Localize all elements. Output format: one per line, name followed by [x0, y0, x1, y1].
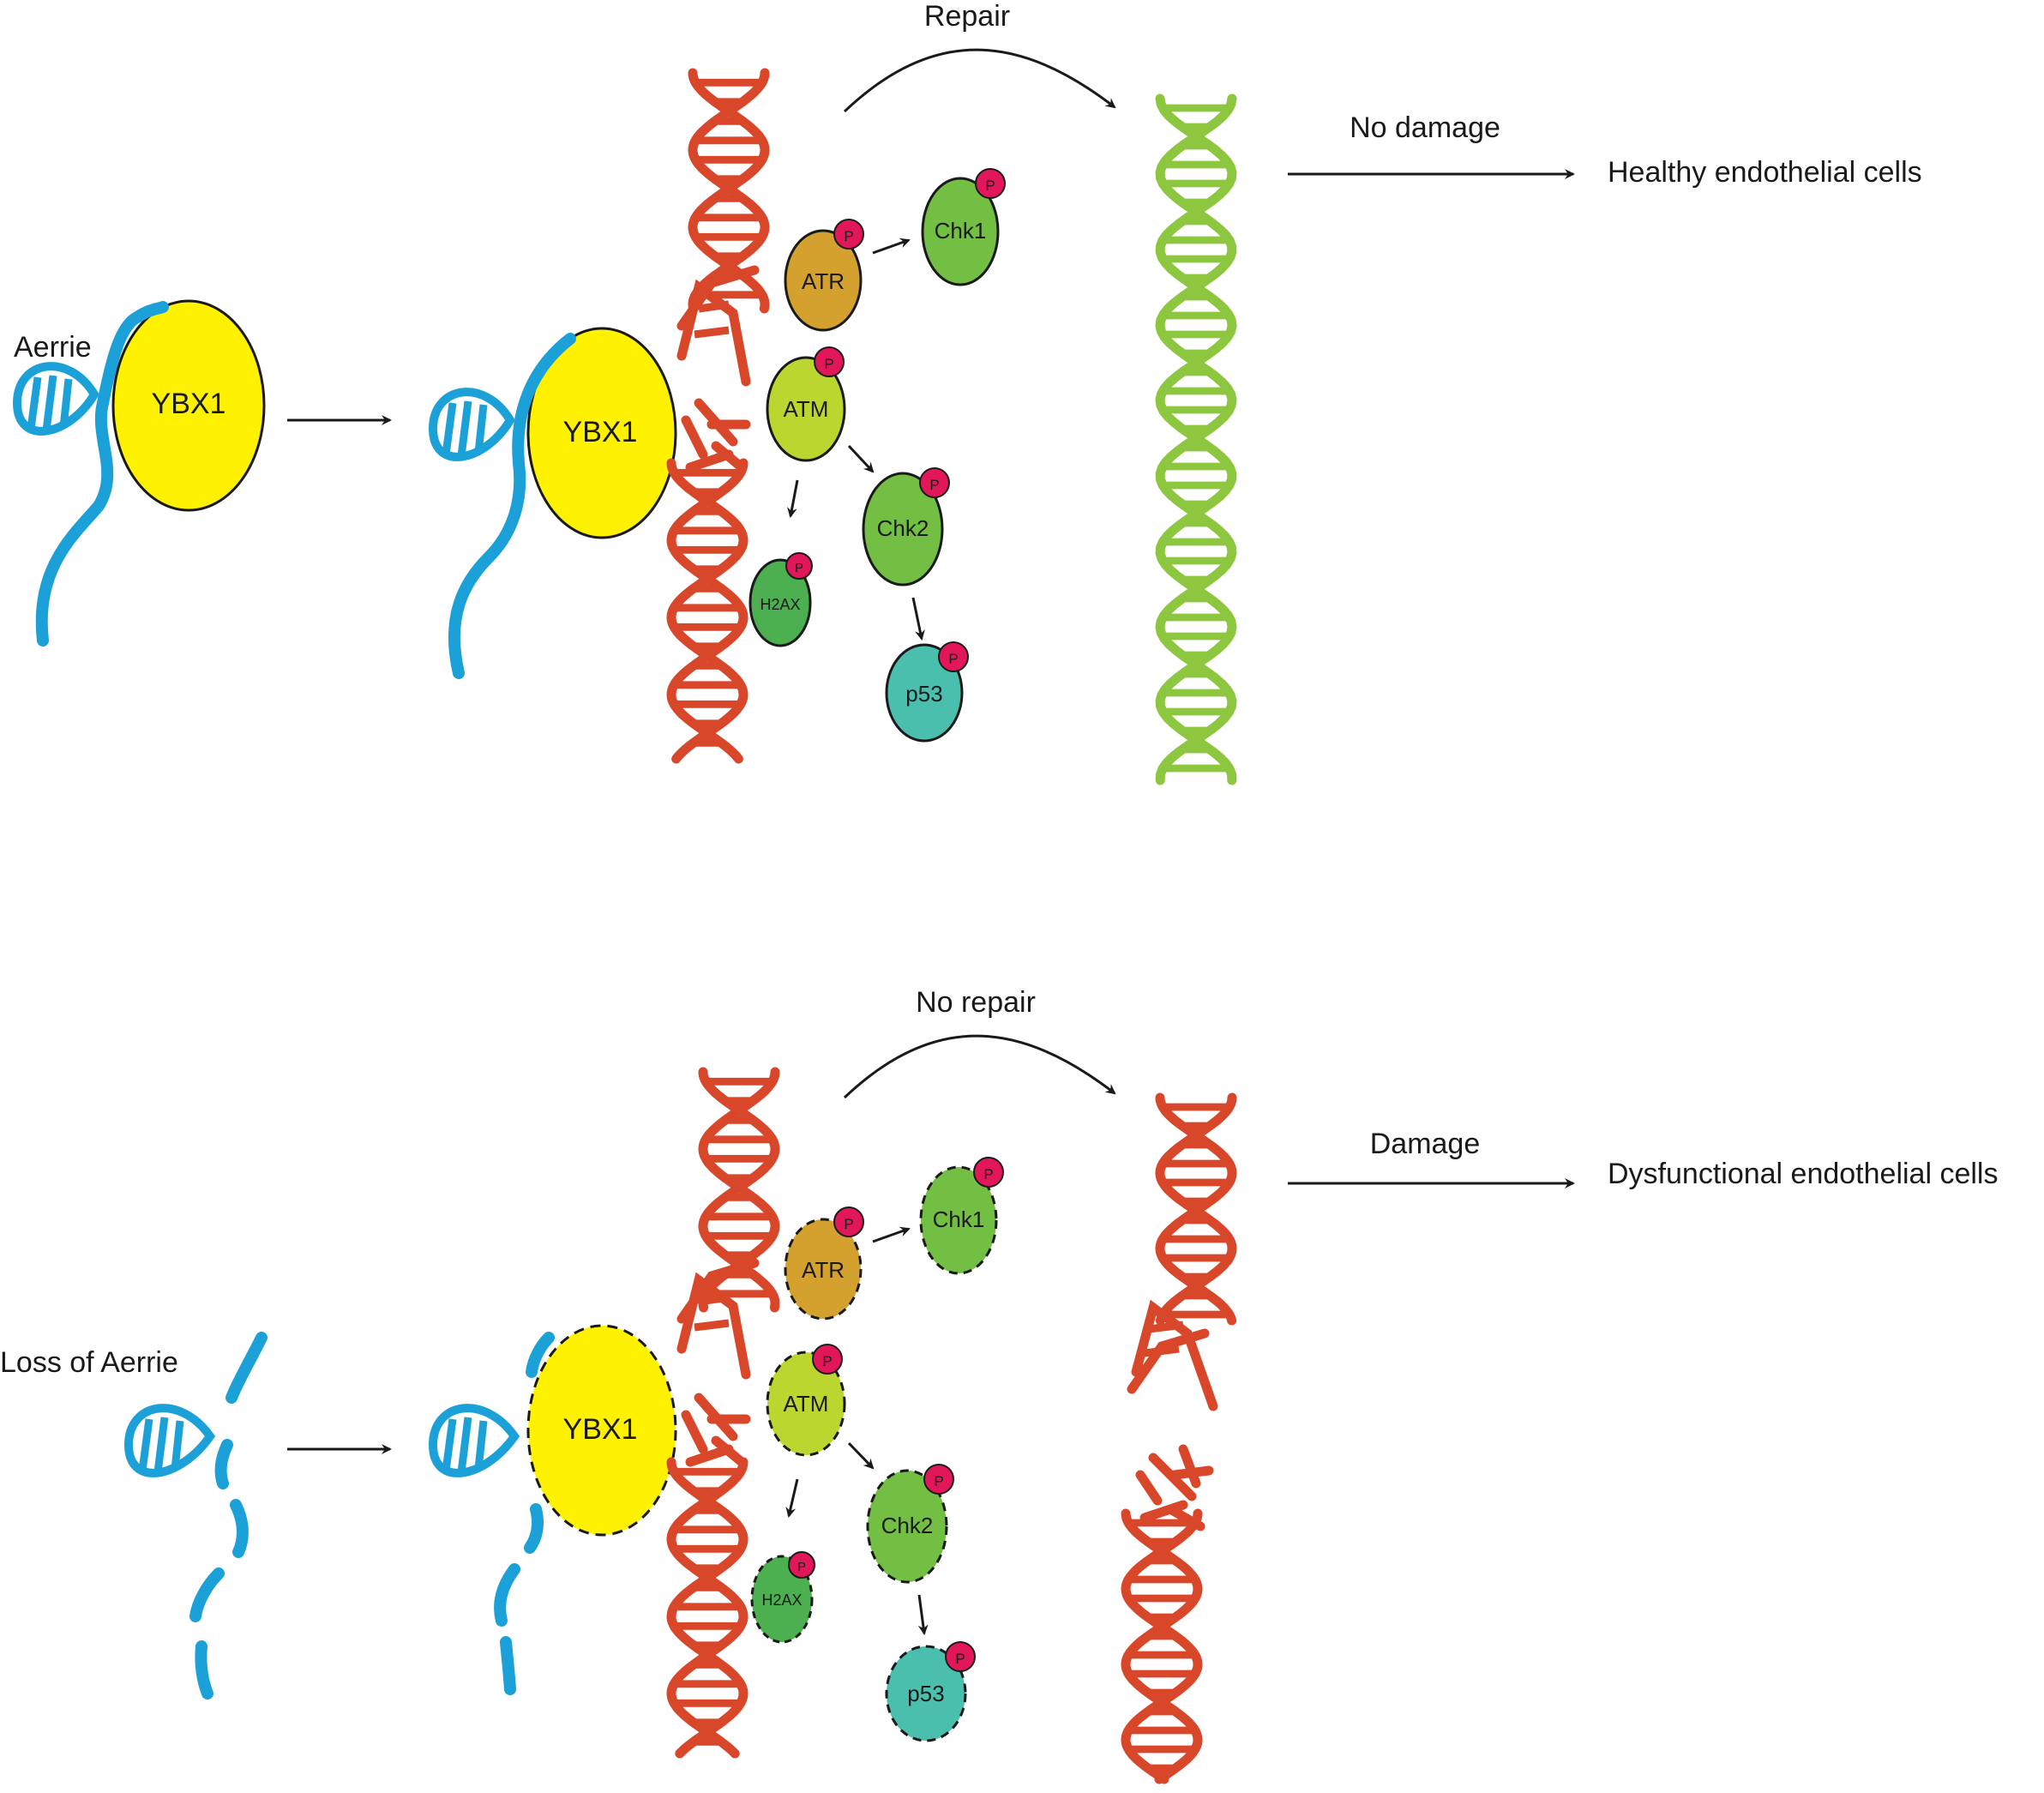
svg-text:ATR: ATR: [802, 1257, 845, 1283]
svg-text:P: P: [983, 1166, 993, 1182]
bottom-chk2-to-p53-arrow: [917, 1594, 929, 1635]
bottom-lncrna-fragments-left: [123, 1332, 268, 1700]
top-lncrna-complex-right: YBX1: [428, 327, 677, 679]
bottom-dna-lower-strand: [666, 1457, 748, 1759]
svg-text:P: P: [797, 1560, 806, 1574]
top-outcome-arrow-label: No damage: [1350, 111, 1500, 144]
bottom-lncrna-right-hairpin: [428, 1404, 520, 1477]
top-lncrna-label: Aerrie: [14, 331, 92, 364]
top-dna-upper-strand: [688, 68, 770, 314]
svg-text:P: P: [955, 1651, 965, 1667]
bottom-atm-to-chk2-arrow: [847, 1441, 875, 1470]
svg-text:P: P: [929, 477, 939, 493]
top-repair-label: Repair: [924, 0, 1010, 33]
bottom-result-dna-lower: [1121, 1508, 1203, 1784]
svg-text:P: P: [985, 177, 995, 194]
top-healthy-dna-backbone: [1155, 93, 1237, 785]
svg-text:P: P: [822, 1353, 832, 1369]
top-lncrna-left-end: [131, 301, 169, 323]
top-repair-arrow: [843, 48, 1116, 113]
top-panel: Aerrie YBX1 YBX1: [12, 0, 1922, 785]
bottom-outcome-arrow-label: Damage: [1370, 1128, 1481, 1160]
bottom-atm-to-h2ax-arrow: [785, 1478, 799, 1518]
bottom-ybx1-label: YBX1: [563, 1413, 638, 1446]
top-signaling-cascade: ATR P Chk1 P ATM P H2AX: [748, 168, 1006, 743]
bottom-panel: Loss of Aerrie YBX1: [0, 986, 1998, 1784]
bottom-repair-arrow: [843, 1034, 1116, 1099]
top-dna-upper-backbone: [688, 68, 770, 314]
top-lncrna-left-tail: [35, 311, 143, 647]
svg-text:P: P: [795, 561, 803, 575]
bottom-dna-upper-backbone: [698, 1067, 780, 1313]
svg-text:Chk1: Chk1: [935, 218, 987, 244]
top-outcome-label: Healthy endothelial cells: [1608, 156, 1922, 189]
top-lncrna-left-hairpin: [12, 362, 99, 436]
bottom-atr-protein: ATR P: [784, 1206, 864, 1321]
top-chk1-protein: Chk1 P: [921, 168, 1006, 286]
top-h2ax-protein: H2AX P: [748, 552, 813, 647]
bottom-damaged-dna-result: [1127, 1299, 1218, 1531]
top-ybx1-left-label: YBX1: [152, 388, 226, 420]
bottom-lncrna-label: Loss of Aerrie: [0, 1346, 178, 1379]
top-lncrna-complex-left: Aerrie YBX1: [12, 299, 266, 647]
top-ybx1-right-label: YBX1: [563, 416, 638, 448]
svg-text:Chk2: Chk2: [881, 1513, 934, 1538]
bottom-p53-protein: p53 P: [885, 1641, 976, 1742]
top-dna-lower-strand: [666, 458, 748, 764]
top-atm-to-chk2-arrow: [847, 444, 875, 473]
top-healthy-dna: [1155, 93, 1237, 785]
svg-text:H2AX: H2AX: [761, 1591, 802, 1609]
top-atr-protein: ATR P: [784, 219, 864, 332]
top-atr-to-chk1-arrow: [872, 238, 911, 255]
svg-text:p53: p53: [905, 681, 942, 707]
bottom-chk1-protein: Chk1 P: [919, 1157, 1004, 1275]
svg-text:P: P: [844, 1216, 853, 1232]
svg-text:ATR: ATR: [802, 268, 845, 294]
svg-text:H2AX: H2AX: [760, 596, 800, 613]
top-chk2-protein: Chk2 P: [862, 467, 950, 587]
bottom-outcome-label: Dysfunctional endothelial cells: [1608, 1158, 1998, 1190]
top-atm-to-h2ax-arrow: [786, 479, 799, 518]
svg-text:P: P: [844, 228, 853, 244]
bottom-repair-label: No repair: [916, 986, 1036, 1019]
top-lncrna-right-tail: [448, 333, 576, 679]
svg-text:p53: p53: [907, 1681, 944, 1706]
top-p53-protein: p53 P: [885, 641, 969, 743]
svg-text:ATM: ATM: [784, 1391, 829, 1417]
top-chk2-to-p53-arrow: [911, 597, 925, 641]
bottom-lncrna-complex-right: YBX1: [428, 1324, 677, 1695]
bottom-result-dna-upper-backbone: [1155, 1092, 1237, 1326]
bottom-chk2-protein: Chk2 P: [866, 1464, 954, 1584]
svg-text:Chk1: Chk1: [933, 1206, 985, 1232]
bottom-ybx1-protein: [526, 1324, 677, 1537]
svg-text:P: P: [948, 651, 958, 667]
top-dna-lower-backbone: [666, 458, 748, 764]
top-ybx1-right-protein: [526, 327, 677, 539]
bottom-signaling-cascade: ATR P Chk1 P ATM P H2AX: [750, 1157, 1004, 1742]
bottom-lncrna-left-hairpin: [123, 1404, 216, 1477]
svg-text:ATM: ATM: [784, 396, 829, 422]
bottom-dna-upper-strand: [698, 1067, 780, 1313]
top-atm-protein: ATM P: [766, 346, 846, 462]
top-dna-lower-backbone: [666, 458, 748, 764]
svg-text:Chk2: Chk2: [877, 515, 929, 541]
bottom-atr-to-chk1-arrow: [872, 1226, 911, 1243]
bottom-h2ax-protein: H2AX P: [750, 1551, 815, 1644]
svg-text:P: P: [934, 1473, 943, 1489]
bottom-result-dna-upper: [1155, 1092, 1237, 1326]
top-lncrna-right-hairpin: [428, 388, 515, 461]
top-ybx1-left-protein: [111, 299, 266, 512]
bottom-atm-protein: ATM P: [766, 1344, 846, 1457]
svg-text:P: P: [824, 356, 833, 372]
